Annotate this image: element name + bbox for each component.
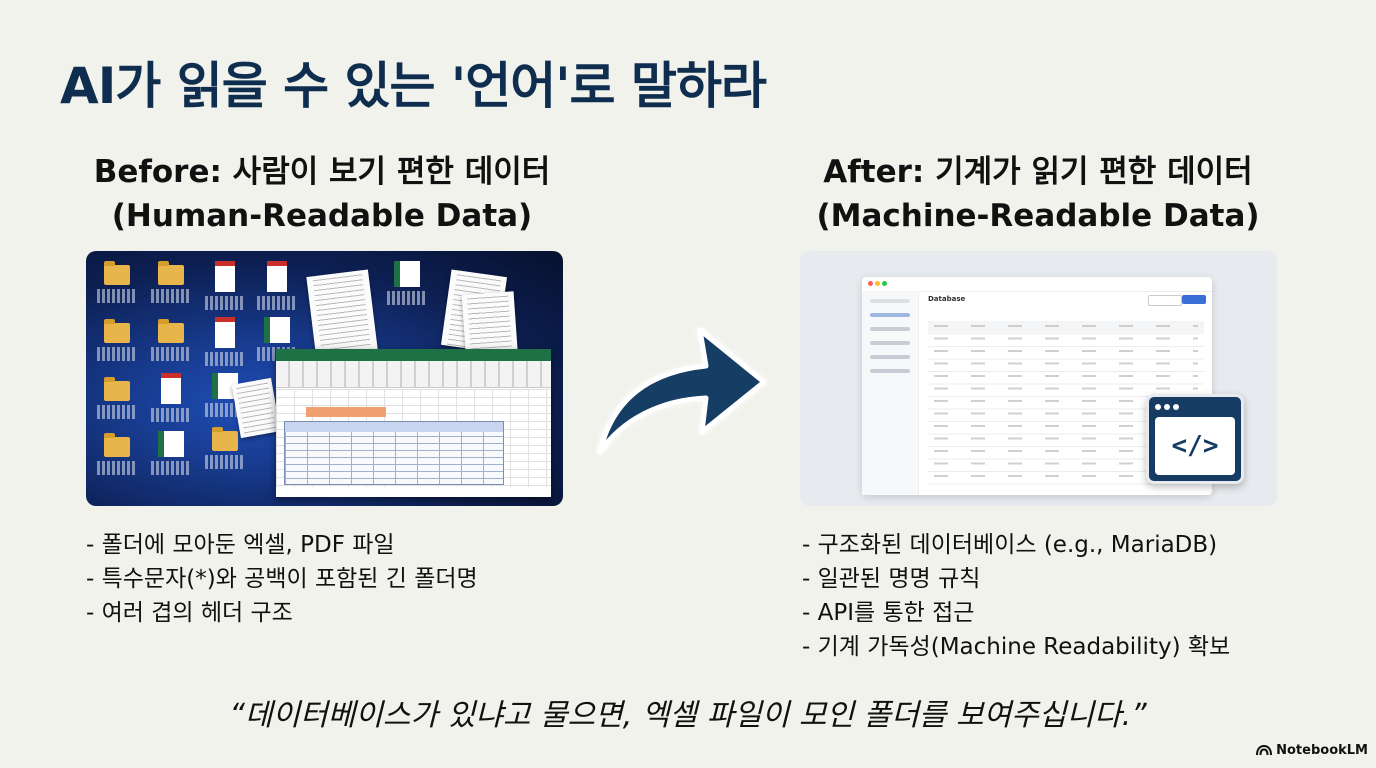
database-title: Database — [928, 295, 966, 303]
pdf-file-icon — [205, 261, 245, 310]
list-item: - 구조화된 데이터베이스 (e.g., MariaDB) — [802, 532, 1218, 558]
folder-icon — [97, 261, 137, 303]
folder-icon — [151, 319, 191, 361]
before-heading-line1: Before: 사람이 보기 편한 데이터 — [93, 154, 551, 190]
notebooklm-logo-icon — [1256, 745, 1273, 756]
before-heading-line2: (Human-Readable Data) — [111, 198, 533, 234]
document-page — [306, 269, 378, 357]
database-ui-illustration: Database </> — [800, 251, 1277, 506]
messy-desktop-illustration — [86, 251, 563, 506]
list-item: - 기계 가독성(Machine Readability) 확보 — [802, 634, 1231, 660]
list-item: - API를 통한 접근 — [802, 600, 975, 626]
spreadsheet-window — [276, 349, 551, 497]
database-sidebar — [862, 291, 919, 495]
folder-icon — [97, 377, 137, 419]
curved-arrow-icon — [597, 327, 767, 455]
list-item: - 특수문자(*)와 공백이 포함된 긴 폴더명 — [86, 566, 478, 592]
pdf-file-icon — [205, 317, 245, 366]
after-heading: After: 기계가 읽기 편한 데이터 (Machine-Readable D… — [768, 150, 1308, 238]
brand-watermark: NotebookLM — [1256, 743, 1368, 758]
before-bullet-list: - 폴더에 모아둔 엑셀, PDF 파일 - 특수문자(*)와 공백이 포함된 … — [86, 528, 478, 630]
after-heading-line1: After: 기계가 읽기 편한 데이터 — [823, 154, 1253, 190]
list-item: - 일관된 명명 규칙 — [802, 566, 981, 592]
list-item: - 폴더에 모아둔 엑셀, PDF 파일 — [86, 532, 395, 558]
folder-icon — [151, 261, 191, 303]
document-page — [231, 377, 281, 439]
after-bullet-list: - 구조화된 데이터베이스 (e.g., MariaDB) - 일관된 명명 규… — [802, 528, 1230, 664]
folder-icon — [97, 433, 137, 475]
pdf-file-icon — [151, 373, 191, 422]
primary-button — [1182, 295, 1206, 304]
excel-file-icon — [151, 431, 191, 475]
excel-file-icon — [387, 261, 427, 305]
page-title: AI가 읽을 수 있는 '언어'로 말하라 — [60, 57, 767, 115]
after-heading-line2: (Machine-Readable Data) — [816, 198, 1260, 234]
code-symbol: </> — [1155, 417, 1235, 475]
quote-text: “데이터베이스가 있냐고 물으면, 엑셀 파일이 모인 폴더를 보여주십니다.” — [229, 698, 1147, 733]
brand-name: NotebookLM — [1276, 743, 1368, 758]
before-heading: Before: 사람이 보기 편한 데이터 (Human-Readable Da… — [52, 150, 592, 238]
list-item: - 여러 겹의 헤더 구조 — [86, 600, 293, 626]
code-icon: </> — [1146, 394, 1244, 484]
folder-icon — [205, 427, 245, 469]
pdf-file-icon — [257, 261, 297, 310]
secondary-button — [1148, 295, 1182, 306]
folder-icon — [97, 319, 137, 361]
